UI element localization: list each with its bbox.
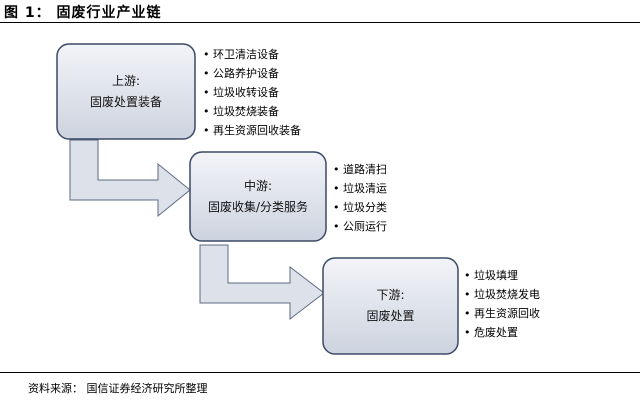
stage-description: 固废处置 <box>366 309 415 323</box>
stage-description: 固废处置装备 <box>89 94 162 109</box>
upstream-item-list: 环卫清洁设备 公路养护设备 垃圾收转设备 垃圾焚烧装备 再生资源回收装备 <box>203 45 301 140</box>
stage-name: 下游: <box>376 288 405 302</box>
list-item: 公路养护设备 <box>203 64 301 83</box>
list-item: 危废处置 <box>464 323 540 342</box>
stage-description: 固废收集/分类服务 <box>207 199 309 214</box>
stage-upstream: 上游: 固废处置装备 <box>57 44 195 139</box>
source-divider <box>0 372 640 373</box>
stage-box-upstream <box>56 43 196 140</box>
downstream-item-list: 垃圾填埋 垃圾焚烧发电 再生资源回收 危废处置 <box>464 266 540 342</box>
stage-name: 上游: <box>111 73 141 88</box>
title-divider <box>0 22 640 23</box>
flow-arrow-midstream-to-downstream <box>199 244 325 321</box>
list-item: 再生资源回收装备 <box>203 121 301 140</box>
list-item: 垃圾分类 <box>333 198 387 217</box>
list-item: 道路清扫 <box>333 160 387 179</box>
stage-box-midstream <box>189 151 327 242</box>
list-item: 垃圾焚烧发电 <box>464 285 540 304</box>
list-item: 垃圾焚烧装备 <box>203 102 301 121</box>
list-item: 再生资源回收 <box>464 304 540 323</box>
list-item: 垃圾填埋 <box>464 266 540 285</box>
stage-name: 中游: <box>243 178 273 193</box>
stage-downstream: 下游: 固废处置 <box>323 258 458 354</box>
list-item: 环卫清洁设备 <box>203 45 301 64</box>
stage-box-downstream <box>322 257 459 355</box>
figure-title: 图 1： 固废行业产业链 <box>4 5 162 21</box>
list-item: 垃圾收转设备 <box>203 83 301 102</box>
midstream-item-list: 道路清扫 垃圾清运 垃圾分类 公厕运行 <box>333 160 387 236</box>
flow-arrow-upstream-to-midstream <box>69 139 191 218</box>
stage-midstream: 中游: 固废收集/分类服务 <box>190 152 326 241</box>
list-item: 公厕运行 <box>333 217 387 236</box>
list-item: 垃圾清运 <box>333 179 387 198</box>
source-note: 资料来源： 国信证券经济研究所整理 <box>28 382 208 395</box>
